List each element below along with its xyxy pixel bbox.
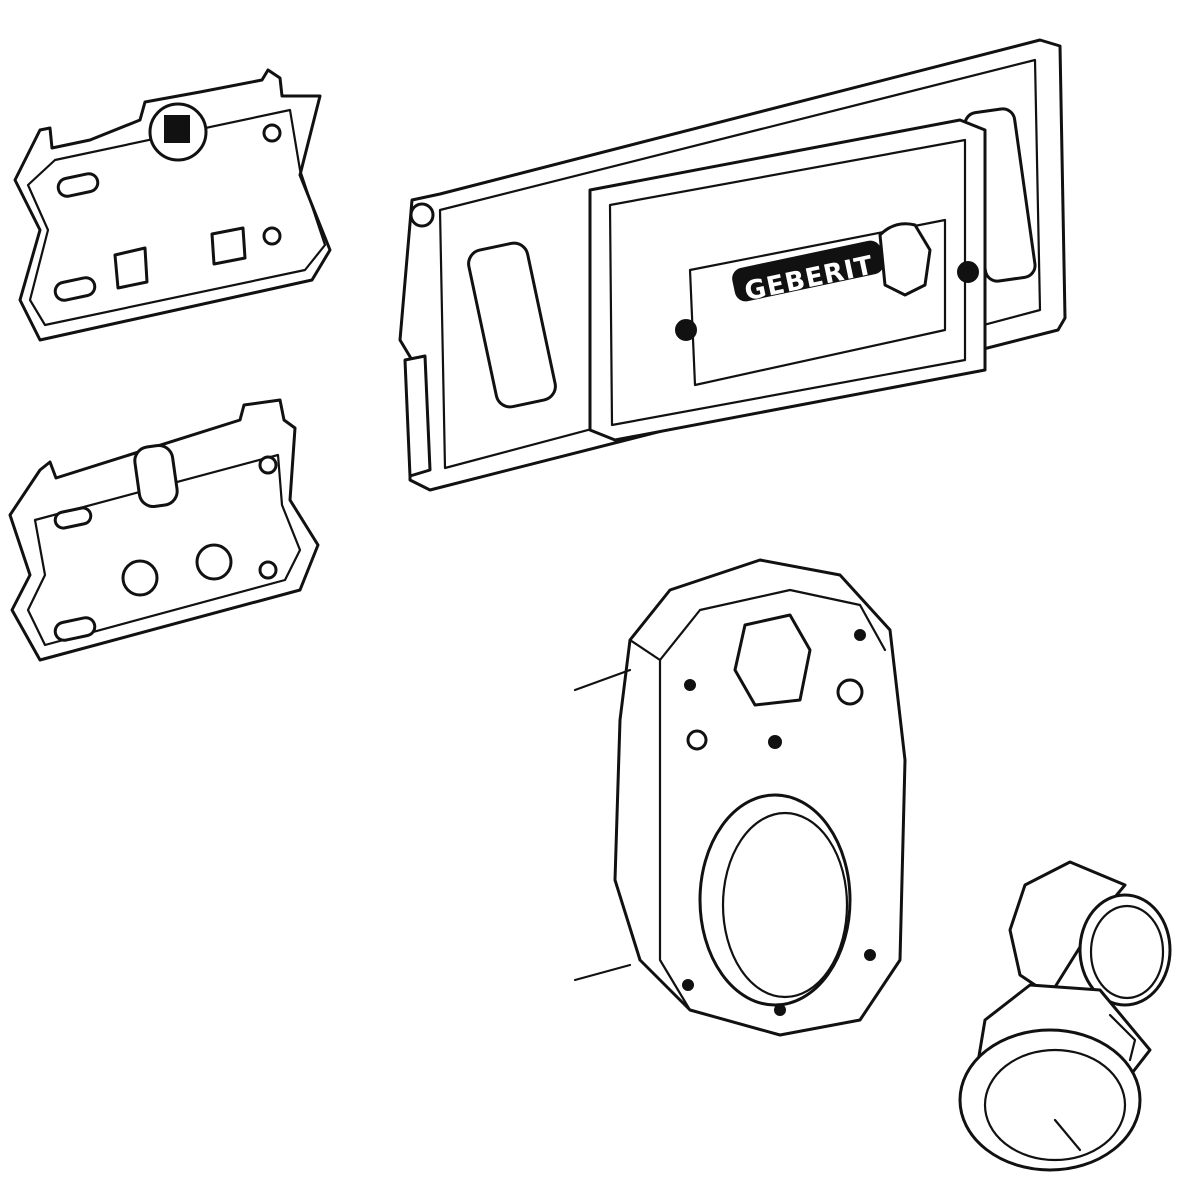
pipe-sleeve-large: [958, 983, 1152, 1172]
wall-plate: [573, 558, 907, 1037]
pipe-sleeve-small: [1008, 860, 1172, 1007]
mounting-bracket-upper: [13, 68, 332, 342]
mounting-bracket-lower: [8, 398, 320, 662]
mounting-frame: GEBERIT: [398, 38, 1067, 492]
